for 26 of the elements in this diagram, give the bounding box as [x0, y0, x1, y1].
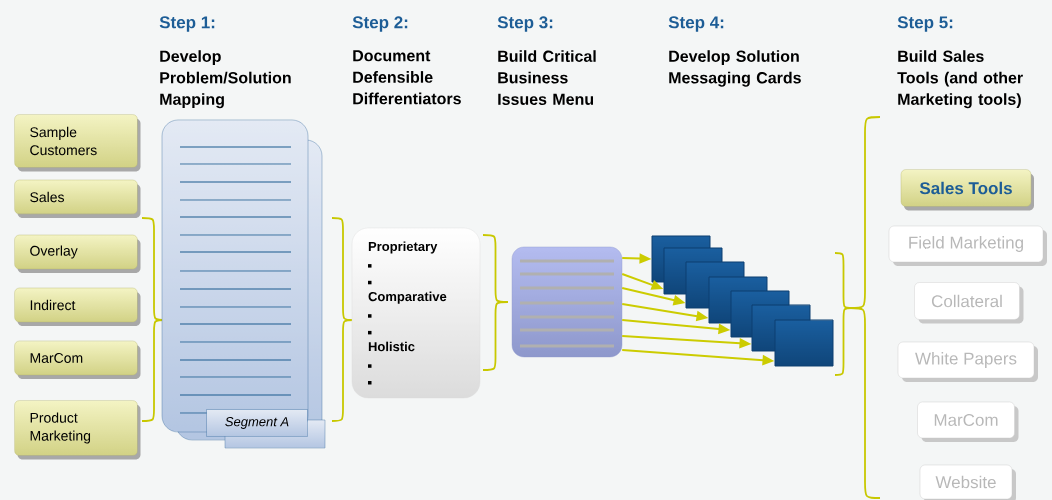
tool-box: Sales Tools [900, 169, 1034, 211]
role-box: Overlay [14, 234, 141, 273]
step-heading: Step 1: [159, 16, 215, 32]
step-title: Develop Solution Messaging Cards [669, 50, 801, 87]
tool-box: White Papers [897, 341, 1038, 382]
tool-box: Field Marketing [888, 225, 1047, 266]
role-box: Sales [14, 179, 141, 218]
step-heading: Step 5: [897, 16, 953, 32]
step-title: Document Defensible Differentiators [353, 50, 461, 105]
tool-box: MarCom [917, 401, 1019, 442]
differentiator-card: Proprietary Comparative Holistic [351, 227, 481, 399]
step-heading: Step 3: [497, 16, 553, 32]
step-title: Build Sales Tools (and other Marketing tools) [897, 50, 1023, 109]
message-card [774, 319, 834, 367]
segment-tab: Segment A [206, 409, 308, 437]
role-box: Indirect [14, 287, 141, 326]
issues-menu [511, 246, 623, 358]
role-box: Sample Customers [14, 114, 141, 172]
step-heading: Step 2: [352, 16, 408, 32]
step-title: Build Critical Business Issues Menu [498, 50, 596, 105]
tool-box: Website [919, 464, 1016, 500]
tool-box: Collateral [914, 282, 1024, 324]
step-heading: Step 4: [668, 16, 724, 32]
step-title: Develop Problem/Solution Mapping [160, 50, 291, 109]
role-box: MarCom [14, 340, 141, 379]
role-box: Product Marketing [14, 400, 141, 460]
